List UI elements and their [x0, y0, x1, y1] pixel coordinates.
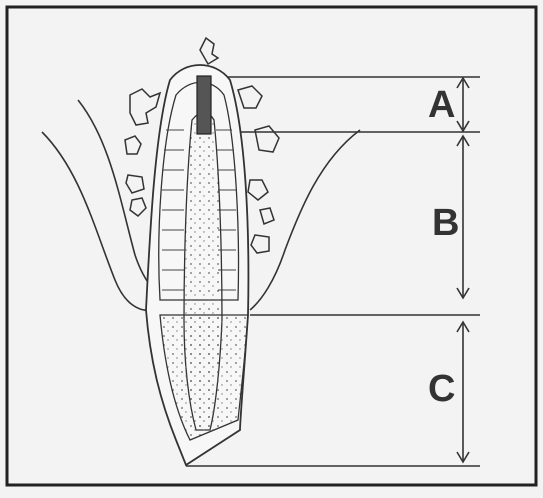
- frame-border: [7, 7, 536, 485]
- label-a: A: [428, 86, 455, 124]
- label-b: B: [432, 204, 459, 242]
- arrow-c: [457, 322, 469, 462]
- label-c: C: [428, 370, 455, 408]
- apical-cap: [197, 76, 211, 134]
- apex-tissue: [200, 38, 218, 64]
- arrow-a: [457, 78, 469, 131]
